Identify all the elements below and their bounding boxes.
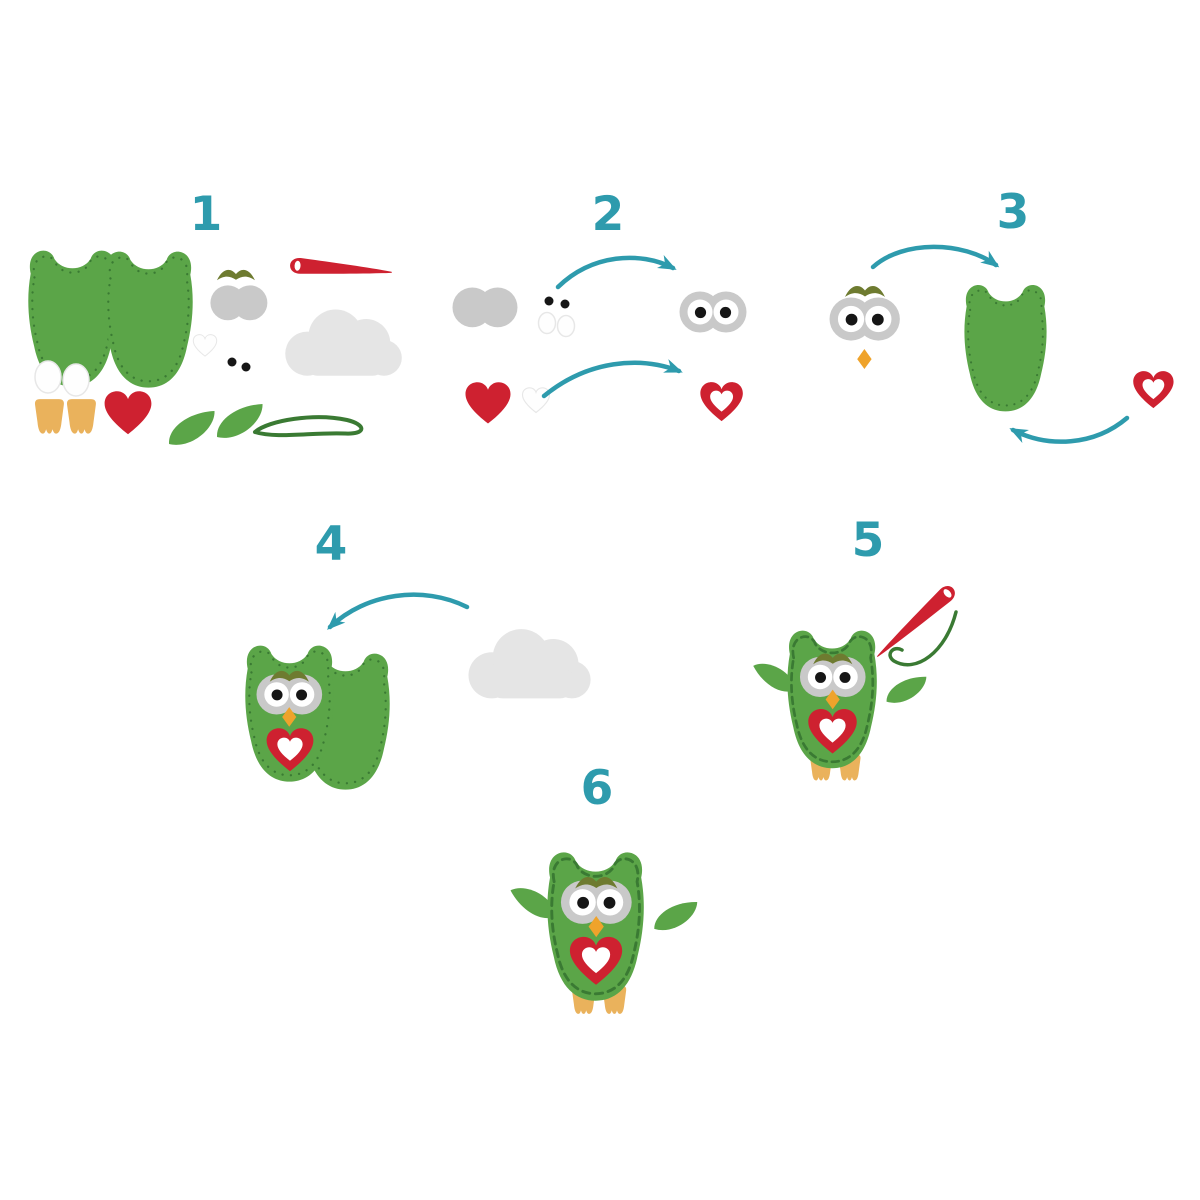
white-oval-piece	[34, 360, 62, 394]
beak-piece	[857, 349, 872, 369]
step-1: 1	[28, 187, 402, 450]
white-heart-piece	[192, 334, 218, 357]
white-heart-piece	[521, 387, 551, 414]
step-5-label: 5	[852, 513, 885, 568]
stuffing-cloud-icon	[468, 629, 591, 699]
step-5: 5	[751, 513, 959, 781]
step-3-label: 3	[997, 185, 1030, 240]
thread-icon	[253, 415, 364, 438]
arrow-to-assembled-heart	[541, 359, 683, 399]
assembled-heart	[1133, 371, 1173, 408]
pupil-dot	[227, 357, 237, 367]
step-2: 2	[452, 187, 746, 424]
eye-felt-piece	[452, 287, 518, 328]
step-6: 6	[508, 761, 702, 1014]
eyebrow-piece	[845, 286, 885, 297]
pupil-dot	[560, 299, 570, 309]
eyebrow-piece	[216, 269, 255, 281]
arrow-face-to-body	[870, 244, 1000, 270]
eye-felt-piece	[210, 285, 268, 321]
needle-icon	[871, 582, 959, 663]
stuffing-cloud-icon	[285, 309, 402, 376]
assembled-eyes	[830, 298, 900, 341]
step-4-label: 4	[315, 517, 348, 572]
assembled-heart	[700, 382, 742, 421]
arrow-stuffing-to-owl	[327, 592, 470, 630]
owl-being-sewn	[751, 631, 931, 781]
arrow-heart-to-body	[1009, 415, 1130, 444]
finished-owl	[508, 852, 702, 1014]
red-heart-piece	[104, 391, 152, 435]
step-1-label: 1	[190, 187, 223, 242]
thread-icon	[888, 610, 958, 667]
assembled-eyes	[680, 292, 747, 333]
foot-piece	[34, 399, 64, 434]
red-heart-piece	[465, 382, 511, 424]
white-oval-piece	[62, 363, 90, 397]
step-6-label: 6	[581, 761, 614, 816]
arrow-to-assembled-eyes	[555, 255, 677, 290]
pupil-dot	[241, 362, 251, 372]
owl-body-piece	[964, 285, 1046, 411]
step-4: 4	[245, 517, 591, 790]
owl-body-front-piece	[104, 252, 192, 388]
white-oval-piece	[537, 311, 557, 335]
wing-piece	[162, 408, 222, 450]
white-oval-piece	[556, 314, 576, 338]
step-2-label: 2	[592, 187, 625, 242]
foot-piece	[66, 399, 96, 434]
needle-icon	[289, 257, 393, 281]
wing-piece	[210, 401, 270, 443]
owl-two-layers	[245, 646, 389, 790]
pupil-dot	[544, 296, 554, 306]
step-3: 3	[830, 185, 1174, 444]
